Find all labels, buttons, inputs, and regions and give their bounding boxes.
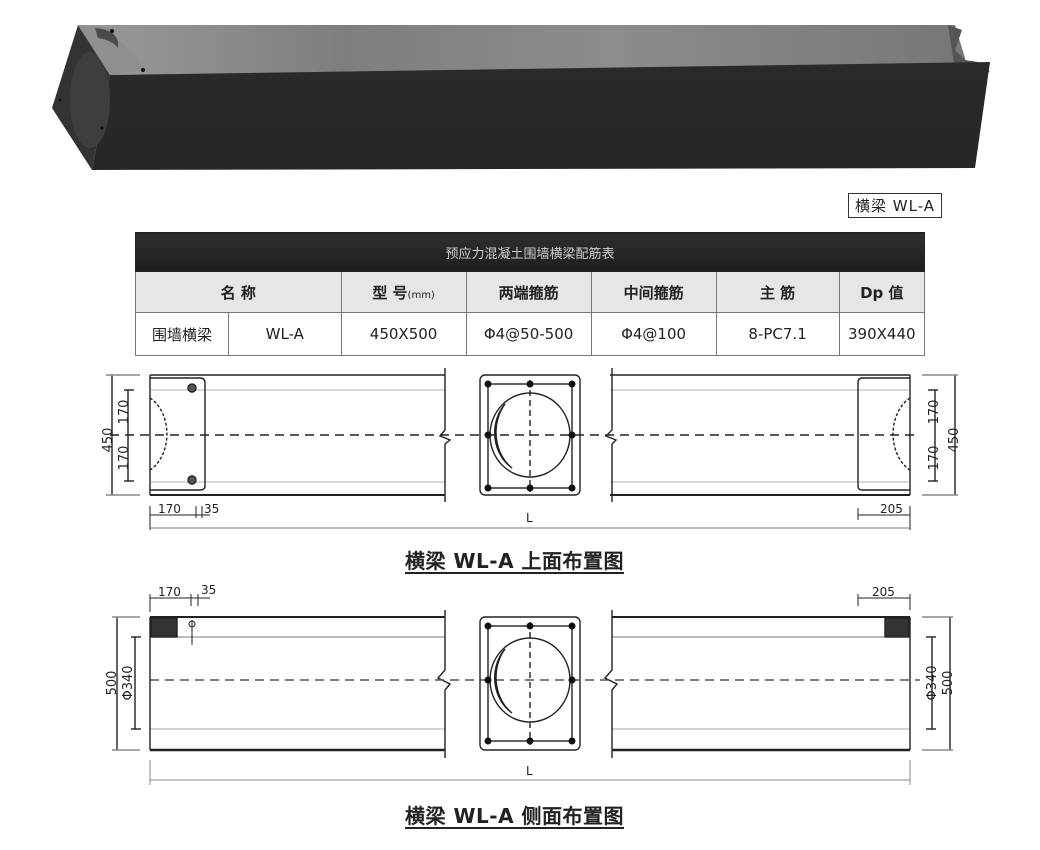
dim-top-upper-right: 170 (927, 400, 942, 425)
table-title: 预应力混凝土围墙横梁配筋表 (135, 232, 925, 272)
header-dp: Dp 值 (838, 271, 926, 313)
dim-side-left-gap: 35 (201, 583, 216, 597)
dim-top-lower-right: 170 (927, 446, 942, 471)
dim-side-hole: Φ340 (121, 665, 136, 700)
dim-top-length: L (526, 511, 533, 525)
top-view-drawing (106, 368, 958, 530)
dim-side-hole-right: Φ340 (925, 665, 940, 700)
dim-side-length: L (526, 764, 533, 778)
dim-side-height: 500 (105, 671, 120, 696)
table-title-row: 预应力混凝土围墙横梁配筋表 (135, 232, 925, 272)
beam-3d-render (52, 25, 990, 170)
cell-dp: 390X440 (838, 312, 926, 356)
header-mid-stirrup: 中间箍筋 (590, 271, 717, 313)
dim-side-height-right: 500 (941, 671, 956, 696)
header-name: 名 称 (135, 271, 342, 313)
product-label: 横梁 WL-A (848, 193, 943, 218)
dim-top-height: 450 (101, 428, 116, 453)
dim-top-height-right: 450 (947, 428, 962, 453)
dim-top-left-end: 170 (158, 502, 181, 516)
reinforcement-spec-table: 预应力混凝土围墙横梁配筋表 名 称 型 号(mm) 两端箍筋 中间箍筋 主 筋 … (135, 232, 926, 356)
dim-top-upper: 170 (117, 400, 132, 425)
dim-side-left-end: 170 (158, 585, 181, 599)
cell-name-cn: 围墙横梁 (135, 312, 229, 356)
top-view-caption: 横梁 WL-A 上面布置图 (405, 549, 625, 573)
dim-top-left-gap: 35 (204, 502, 219, 516)
side-view-caption: 横梁 WL-A 侧面布置图 (405, 804, 625, 828)
header-end-stirrup: 两端箍筋 (465, 271, 592, 313)
header-model: 型 号(mm) (340, 271, 467, 313)
header-main-bar: 主 筋 (715, 271, 840, 313)
dim-top-right-end: 205 (880, 502, 903, 516)
cell-model: 450X500 (340, 312, 467, 356)
side-view-drawing (112, 594, 953, 785)
dim-side-right-end: 205 (872, 585, 895, 599)
cell-code: WL-A (228, 312, 342, 356)
table-row: 围墙横梁 WL-A 450X500 Φ4@50-500 Φ4@100 8-PC7… (135, 312, 926, 356)
dim-top-lower: 170 (117, 446, 132, 471)
table-header-row: 名 称 型 号(mm) 两端箍筋 中间箍筋 主 筋 Dp 值 (135, 271, 926, 313)
cell-main-bar: 8-PC7.1 (715, 312, 840, 356)
cell-end-stirrup: Φ4@50-500 (465, 312, 592, 356)
cell-mid-stirrup: Φ4@100 (590, 312, 717, 356)
